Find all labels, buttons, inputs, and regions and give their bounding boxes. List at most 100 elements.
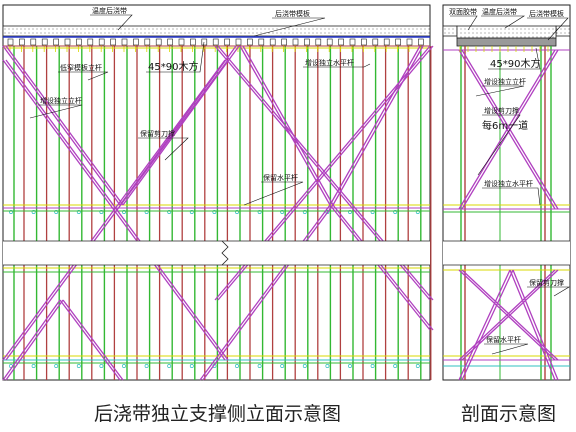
timber-block <box>133 38 139 46</box>
section-label-kept-horizontal: 保留水平杆 <box>486 335 521 344</box>
section-leader-lines <box>450 15 571 355</box>
section-label-bracing-kept: 保留剪刀撑 <box>529 278 564 287</box>
joint-marker <box>122 210 126 214</box>
joint-marker <box>76 210 81 214</box>
section-band-gap <box>456 25 557 39</box>
elevation-horizontal-bars <box>3 45 430 364</box>
label-temperature-band: 温度后浇带 <box>92 6 127 15</box>
joint-marker <box>235 364 239 368</box>
timber-block <box>201 38 208 46</box>
section-label-band-formwork: 后浇带模板 <box>529 9 564 18</box>
joint-marker <box>99 364 104 368</box>
timber-block <box>110 38 116 46</box>
elevation-break-symbol <box>221 240 229 266</box>
joint-marker <box>370 210 375 214</box>
timber-block <box>144 38 151 46</box>
joint-marker <box>348 364 352 368</box>
cross-brace <box>62 299 124 381</box>
joint-marker <box>122 364 126 368</box>
timber-block <box>98 38 105 46</box>
section-label-added-pole: 增设独立立杆 <box>484 77 526 86</box>
cross-brace <box>122 45 240 206</box>
cross-brace <box>59 299 121 381</box>
timber-block <box>167 38 173 46</box>
cross-brace <box>119 45 237 206</box>
timber-block <box>338 38 344 46</box>
timber-block <box>315 38 322 46</box>
cross-brace <box>332 204 434 331</box>
joint-marker <box>144 210 149 214</box>
joint-marker <box>393 210 398 214</box>
elevation-poles <box>9 45 432 380</box>
elevation-slab <box>2 25 431 37</box>
cross-brace <box>199 204 331 381</box>
timber-block <box>247 38 253 46</box>
joint-marker <box>76 364 81 368</box>
timber-block <box>326 38 333 46</box>
elevation-frame <box>2 4 431 381</box>
timber-block <box>64 38 71 46</box>
elevation-leader-lines <box>29 14 371 206</box>
timber-block <box>395 38 401 46</box>
elevation-break-gap <box>3 241 430 265</box>
timber-block <box>30 38 37 46</box>
section-label-bracing-spacing: 每6m一道 <box>482 119 528 132</box>
joint-marker <box>167 210 172 214</box>
section-slab-left <box>442 25 458 37</box>
joint-marker <box>280 364 285 368</box>
timber-block <box>383 38 390 46</box>
section-label-timber: 45*90木方 <box>490 57 540 70</box>
timber-block <box>41 38 48 46</box>
joint-marker <box>257 364 262 368</box>
joint-marker <box>302 364 307 368</box>
timber-block <box>372 38 379 46</box>
joint-marker <box>212 210 217 214</box>
section-label-bracing-added: 增设剪刀撑 <box>484 106 519 115</box>
joint-marker <box>348 210 352 214</box>
joint-marker <box>280 210 285 214</box>
section-cross-brace <box>458 269 511 381</box>
timber-block <box>349 38 356 46</box>
timber-block <box>155 38 162 46</box>
cross-brace <box>2 45 121 206</box>
cross-brace <box>242 45 334 206</box>
label-bracing: 保留剪刀撑 <box>140 129 175 138</box>
joint-marker <box>370 364 375 368</box>
section-view: 双面胶带 温度后浇带 后浇带模板 45*90木方 增设独立立杆 增设剪刀撑 每6… <box>442 4 571 425</box>
timber-block <box>7 38 14 46</box>
section-cross-bracing <box>458 46 559 381</box>
joint-marker <box>54 364 59 368</box>
timber-block <box>190 38 196 46</box>
timber-block <box>212 38 219 46</box>
elevation-timber-blocks <box>7 38 424 46</box>
timber-block <box>19 38 25 46</box>
label-added-horizontal: 增设独立水平杆 <box>305 58 354 67</box>
timber-block <box>304 38 310 46</box>
timber-block <box>281 38 287 46</box>
section-frame <box>442 4 571 381</box>
joint-marker <box>302 210 307 214</box>
cross-brace <box>202 204 334 381</box>
timber-block <box>361 38 367 46</box>
section-label-added-horizontal: 增设独立水平杆 <box>484 179 533 188</box>
timber-block <box>406 38 413 46</box>
cross-brace <box>5 59 229 361</box>
joint-marker <box>167 364 172 368</box>
joint-marker <box>393 364 398 368</box>
section-cross-brace <box>461 269 514 381</box>
joint-marker <box>144 364 149 368</box>
joint-marker <box>415 210 420 214</box>
cross-brace <box>332 45 424 206</box>
section-cross-brace <box>509 269 556 381</box>
joint-marker <box>325 364 330 368</box>
cross-brace <box>329 204 431 331</box>
cross-brace <box>2 59 226 361</box>
section-cross-brace <box>512 269 559 381</box>
section-caption: 剖面示意图 <box>461 403 556 425</box>
section-break-gap <box>443 241 570 265</box>
joint-marker <box>189 364 194 368</box>
timber-block <box>292 38 299 46</box>
joint-marker <box>235 210 239 214</box>
elevation-cross-bracing <box>2 45 434 381</box>
joint-marker <box>99 210 104 214</box>
